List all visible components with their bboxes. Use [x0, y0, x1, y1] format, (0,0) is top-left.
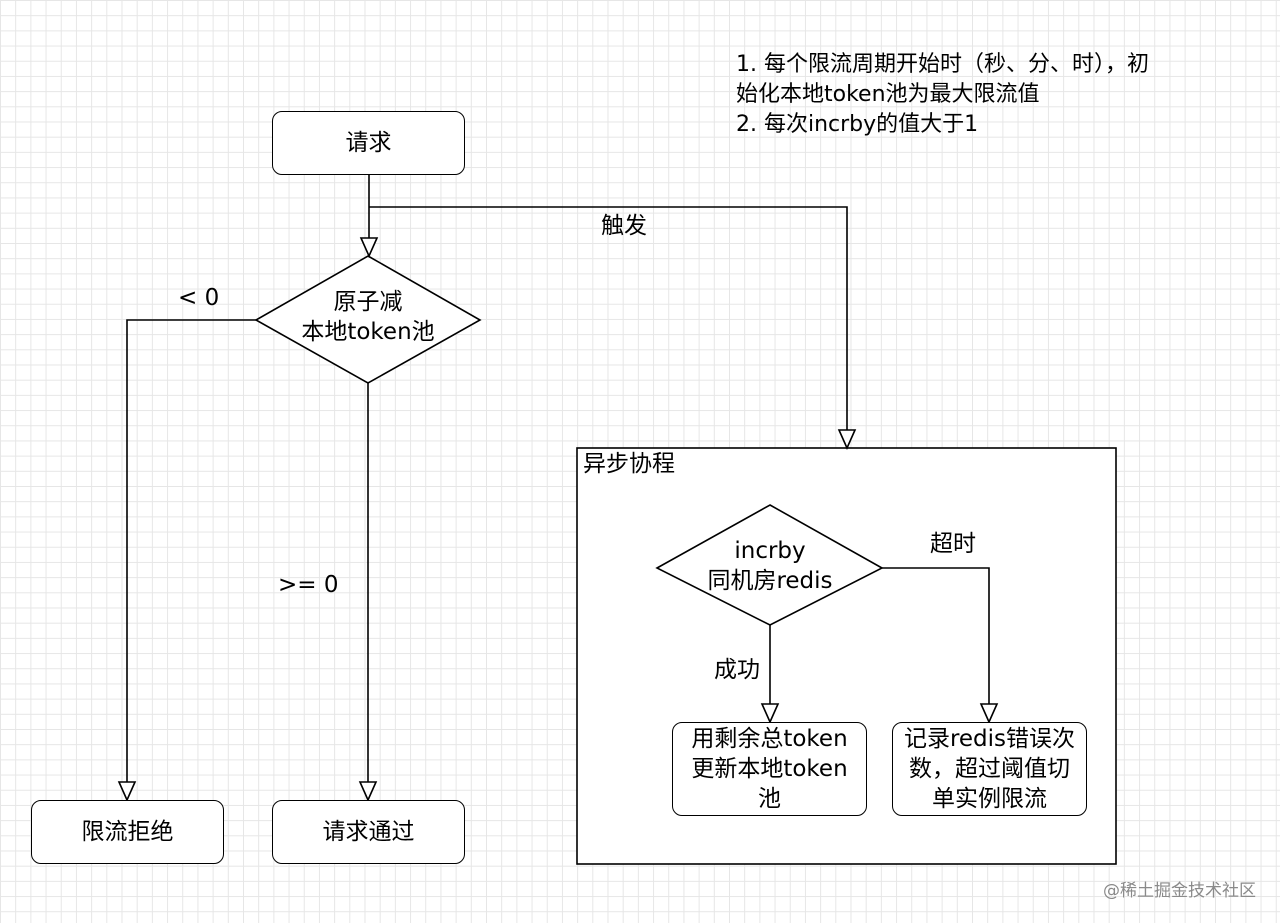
note-line-2: 始化本地token池为最大限流值: [736, 82, 1040, 107]
arrowhead: [837, 429, 857, 450]
node-pass[interactable]: 请求通过: [272, 800, 465, 864]
edge-label-trigger: 触发: [601, 213, 647, 239]
node-reject[interactable]: 限流拒绝: [31, 800, 224, 864]
note-line-3: 2. 每次incrby的值大于1: [736, 112, 979, 137]
edge-label-ge-zero: >= 0: [278, 572, 339, 598]
decision-atomic-decr-line-1: 原子减: [333, 289, 403, 315]
notes-annotation: 1. 每个限流周期开始时（秒、分、时），初 始化本地token池为最大限流值 2…: [736, 50, 1256, 140]
edge-lt-zero: [126, 319, 256, 782]
node-record-redis-errors[interactable]: 记录redis错误次 数，超过阈值切 单实例限流: [892, 722, 1087, 816]
async-coroutine-title: 异步协程: [583, 451, 675, 477]
decision-incrby[interactable]: incrby 同机房redis: [688, 533, 852, 599]
arrowhead: [117, 781, 137, 802]
arrowhead: [359, 237, 379, 258]
edge-timeout: [882, 567, 990, 704]
edge-label-success: 成功: [714, 657, 760, 683]
decision-atomic-decr[interactable]: 原子减 本地token池: [286, 284, 450, 350]
edge-label-lt-zero: < 0: [178, 285, 220, 311]
record-line-2: 数，超过阈值切: [909, 756, 1070, 782]
arrowhead: [358, 781, 378, 802]
edge-trigger: [369, 206, 848, 430]
update-line-1: 用剩余总token: [691, 726, 848, 752]
decision-incrby-line-2: 同机房redis: [707, 568, 833, 594]
decision-atomic-decr-line-2: 本地token池: [301, 319, 435, 345]
arrowhead: [979, 703, 999, 724]
record-line-3: 单实例限流: [932, 786, 1047, 812]
arrowhead: [760, 703, 780, 724]
decision-incrby-line-1: incrby: [734, 538, 806, 564]
update-line-3: 池: [758, 786, 781, 812]
node-update-local-pool[interactable]: 用剩余总token 更新本地token 池: [672, 722, 867, 816]
update-line-2: 更新本地token: [691, 756, 848, 782]
note-line-1: 1. 每个限流周期开始时（秒、分、时），初: [736, 52, 1149, 77]
record-line-1: 记录redis错误次: [903, 726, 1076, 752]
node-request[interactable]: 请求: [272, 111, 465, 175]
watermark: @稀土掘金技术社区: [1103, 881, 1256, 901]
edge-label-timeout: 超时: [930, 531, 976, 557]
